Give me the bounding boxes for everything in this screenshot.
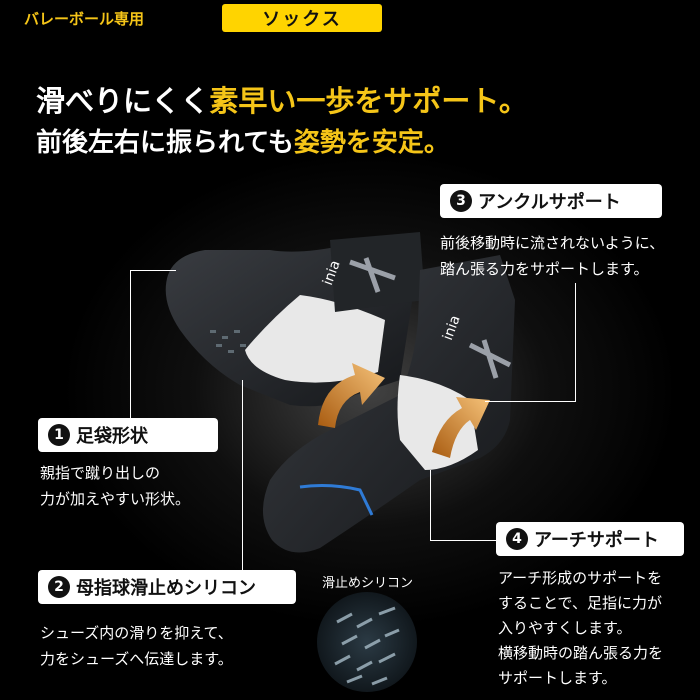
feature-1-desc: 親指で蹴り出しの 力が加えやすい形状。 (40, 460, 190, 512)
support-arrow-left (318, 363, 385, 428)
feature-4-desc-line: することで、足指に力が (498, 594, 662, 612)
sock-front-stripe (299, 484, 374, 516)
feature-4-desc: アーチ形成のサポートを することで、足指に力が 入りやすくします。 横移動時の踏… (498, 566, 663, 691)
feature-1-title: 足袋形状 (76, 426, 148, 447)
feature-3-label: 3 アンクルサポート (440, 184, 662, 218)
support-arrow-right (432, 397, 490, 458)
feature-1-label: 1 足袋形状 (38, 418, 218, 452)
feature-3-desc-line: 踏ん張る力をサポートします。 (440, 260, 649, 278)
feature-1-desc-line: 力が加えやすい形状。 (40, 490, 191, 508)
feature-4-label: 4 アーチサポート (496, 522, 684, 556)
feature-1-number: 1 (48, 424, 70, 446)
x-logo-front (468, 339, 512, 379)
feature-3-desc: 前後移動時に流されないように、 踏ん張る力をサポートします。 (440, 230, 664, 282)
feature-4-desc-line: サポートします。 (498, 669, 617, 687)
feature-1-desc-line: 親指で蹴り出しの (40, 464, 161, 482)
feature-4-desc-line: アーチ形成のサポートを (498, 569, 663, 587)
feature-3-title: アンクルサポート (478, 192, 621, 213)
callout-line-1 (130, 270, 176, 419)
silicone-closeup (317, 592, 417, 692)
headline-line-1: 滑べりにくく素早い一歩をサポート。 (36, 78, 528, 120)
silicone-dots (210, 330, 246, 353)
feature-4-desc-line: 横移動時の踏ん張る力を (498, 644, 664, 662)
headline-1-emphasis: 素早い一歩をサポート。 (209, 84, 528, 118)
category-label: バレーボール専用 (24, 10, 145, 28)
feature-2-number: 2 (48, 576, 70, 598)
feature-2-desc-line: 力をシューズへ伝達します。 (40, 650, 233, 668)
sock-front (262, 255, 515, 553)
feature-3-number: 3 (450, 190, 472, 212)
headline-1-text: 滑べりにくく (36, 84, 210, 118)
callout-line-3 (485, 283, 576, 402)
silicone-pattern (334, 606, 400, 686)
sock-back-white-band (245, 295, 385, 383)
feature-4-title: アーチサポート (534, 530, 659, 551)
feature-4-number: 4 (506, 528, 528, 550)
headline-2-emphasis: 姿勢を安定。 (293, 128, 450, 158)
feature-2-label: 2 母指球滑止めシリコン (38, 570, 296, 604)
product-badge: ソックス (222, 4, 382, 32)
silicone-caption: 滑止めシリコン (322, 576, 414, 591)
feature-2-desc-line: シューズ内の滑りを抑えて、 (40, 624, 233, 642)
feature-2-desc: シューズ内の滑りを抑えて、 力をシューズへ伝達します。 (40, 620, 233, 672)
feature-4-desc-line: 入りやすくします。 (498, 619, 632, 637)
headline-2-text: 前後左右に振られても (36, 128, 294, 158)
feature-3-desc-line: 前後移動時に流されないように、 (440, 234, 665, 252)
callout-line-4 (430, 470, 497, 541)
x-logo-back (349, 257, 396, 293)
callout-line-2 (242, 380, 243, 570)
feature-2-title: 母指球滑止めシリコン (76, 578, 256, 599)
headline-line-2: 前後左右に振られても姿勢を安定。 (36, 122, 450, 159)
